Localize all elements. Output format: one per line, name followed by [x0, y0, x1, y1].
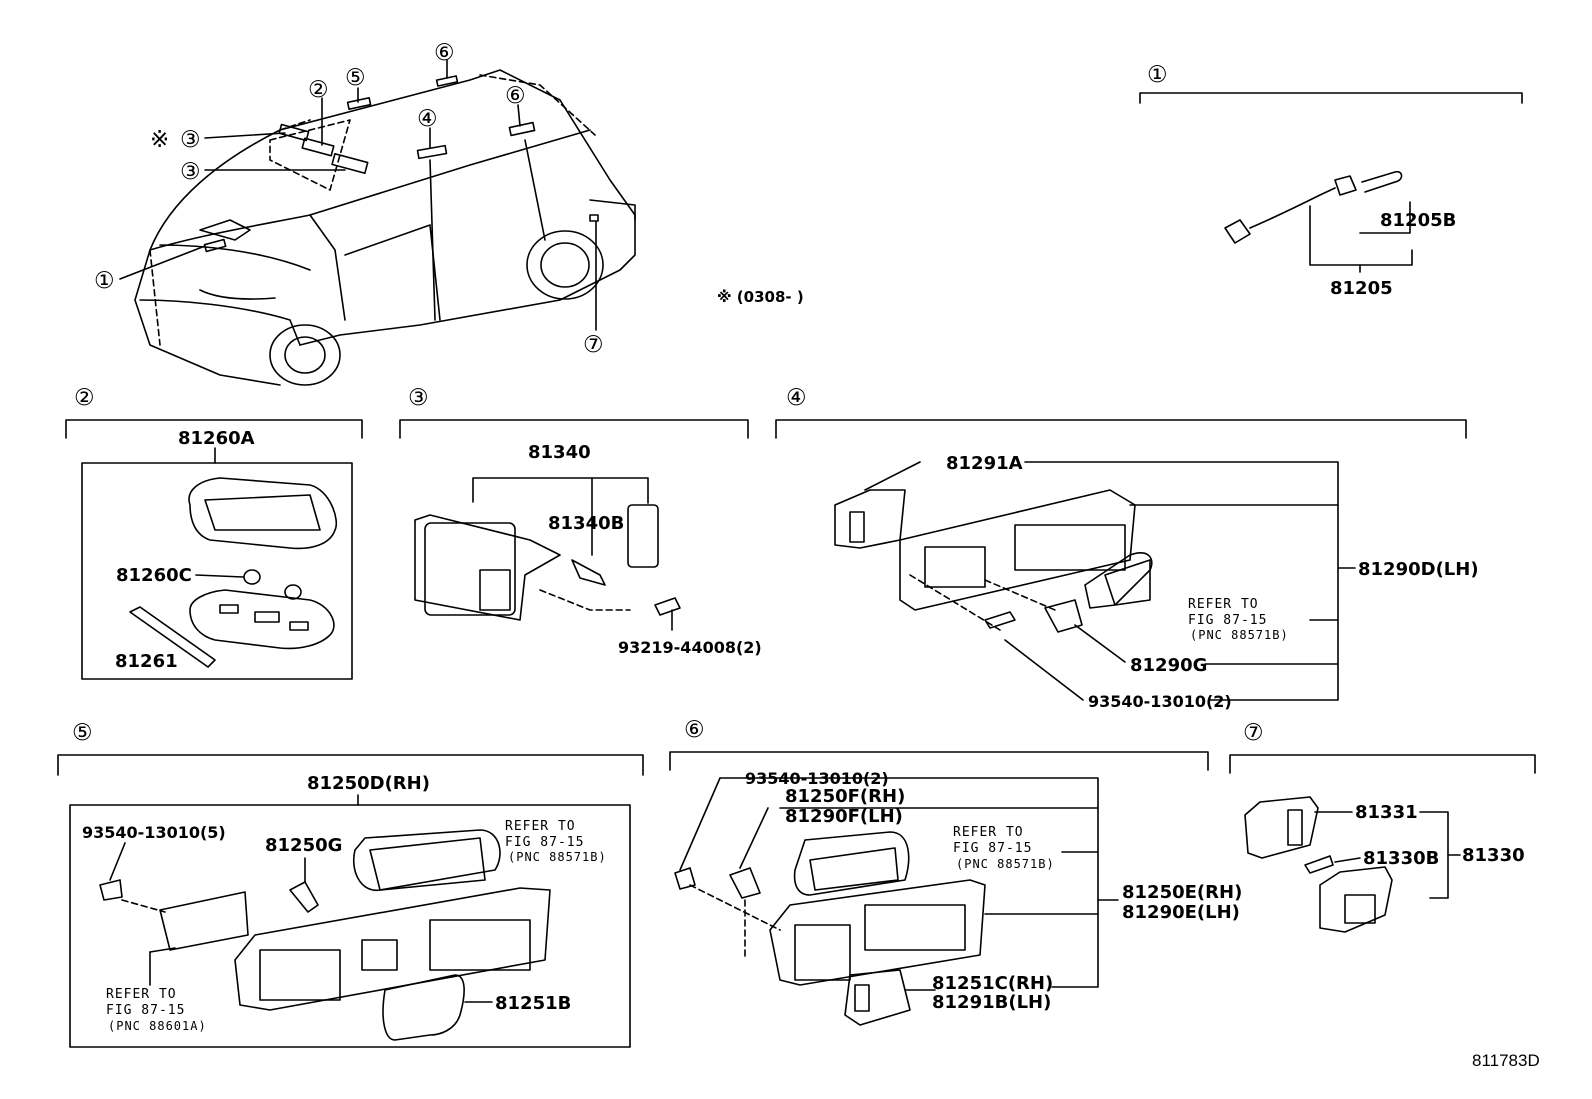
refer-pnc-label: (PNC 88571B): [508, 850, 607, 864]
part-81205: 81205: [1330, 278, 1393, 299]
asterisk-mark: ※: [150, 127, 169, 153]
part-81331: 81331: [1355, 802, 1418, 823]
part-93540-13010-s5: 93540-13010(5): [82, 823, 226, 842]
section-3: [399, 419, 749, 631]
refer-to-label-lower: REFER TO: [106, 987, 177, 1002]
section-1-title: ①: [1147, 62, 1168, 88]
section-7-title: ⑦: [1243, 720, 1264, 746]
part-81205B: 81205B: [1380, 210, 1456, 231]
part-81290D: 81290D(LH): [1358, 559, 1479, 580]
refer-to-label: REFER TO: [1188, 597, 1259, 612]
section-4: [775, 419, 1467, 701]
callout-6-right: ⑥: [505, 83, 526, 109]
callout-4: ④: [417, 106, 438, 132]
figure-code: 811783D: [1472, 1051, 1540, 1070]
callout-3-upper: ③: [180, 127, 201, 153]
vehicle-illustration: [119, 59, 636, 386]
part-81340: 81340: [528, 442, 591, 463]
part-81291B: 81291B(LH): [932, 992, 1051, 1013]
part-81330B: 81330B: [1363, 848, 1439, 869]
section-2: [65, 419, 363, 680]
callout-3-lower: ③: [180, 159, 201, 185]
refer-fig-label: FIG 87-15: [953, 841, 1032, 856]
part-81250G: 81250G: [265, 835, 342, 856]
refer-pnc-label: (PNC 88571B): [1190, 628, 1289, 642]
section-1: [1139, 92, 1523, 273]
section-3-title: ③: [408, 385, 429, 411]
part-81340B: 81340B: [548, 513, 624, 534]
part-81290E: 81290E(LH): [1122, 902, 1240, 923]
part-81290G: 81290G: [1130, 655, 1207, 676]
refer-to-label: REFER TO: [953, 825, 1024, 840]
refer-fig-label: FIG 87-15: [1188, 613, 1267, 628]
part-81250E: 81250E(RH): [1122, 882, 1242, 903]
part-81260C: 81260C: [116, 565, 192, 586]
section-6: [669, 751, 1209, 1026]
part-81291A: 81291A: [946, 453, 1023, 474]
part-93540-13010-s6: 93540-13010(2): [745, 769, 889, 788]
refer-fig-label-lower: FIG 87-15: [106, 1003, 185, 1018]
part-93219-44008: 93219-44008(2): [618, 638, 762, 657]
refer-to-label: REFER TO: [505, 819, 576, 834]
part-81330: 81330: [1462, 845, 1525, 866]
part-81260A: 81260A: [178, 428, 255, 449]
callout-6-top: ⑥: [434, 40, 455, 66]
part-81251B: 81251B: [495, 993, 571, 1014]
date-note: ※ (0308- ): [717, 288, 804, 306]
section-2-title: ②: [74, 385, 95, 411]
part-93540-13010-s4: 93540-13010(2): [1088, 692, 1232, 711]
callout-2: ②: [308, 77, 329, 103]
section-7: [1229, 754, 1536, 933]
part-81251C: 81251C(RH): [932, 973, 1053, 994]
callout-5: ⑤: [345, 65, 366, 91]
section-5: [57, 754, 644, 1048]
section-5-title: ⑤: [72, 720, 93, 746]
callout-1: ①: [94, 268, 115, 294]
part-81250F: 81250F(RH): [785, 786, 905, 807]
refer-fig-label: FIG 87-15: [505, 835, 584, 850]
part-81250D: 81250D(RH): [307, 773, 430, 794]
refer-pnc-label-lower: (PNC 88601A): [108, 1019, 207, 1033]
section-6-title: ⑥: [684, 717, 705, 743]
part-81261: 81261: [115, 651, 178, 672]
refer-pnc-label: (PNC 88571B): [956, 857, 1055, 871]
callout-7: ⑦: [583, 332, 604, 358]
part-81290F: 81290F(LH): [785, 806, 903, 827]
section-4-title: ④: [786, 385, 807, 411]
